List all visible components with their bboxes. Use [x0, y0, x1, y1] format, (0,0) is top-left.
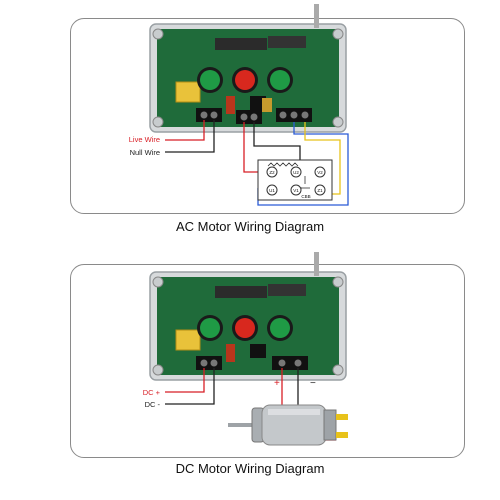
terminal-block-input	[196, 108, 222, 122]
relay	[250, 344, 266, 358]
screw-icon	[332, 364, 344, 376]
terminal-block-input	[196, 356, 222, 370]
ac-controller-board	[149, 4, 347, 133]
ac-wire-blue	[257, 122, 349, 206]
green-button-left	[200, 70, 220, 90]
ac-wires	[165, 120, 349, 206]
terminal-circles	[266, 166, 326, 196]
green-button-left	[200, 318, 220, 338]
terminal-label: U2	[293, 170, 299, 175]
terminal-label: V2	[317, 170, 323, 175]
dc-positive-wire	[165, 368, 205, 393]
screw-icon	[332, 116, 344, 128]
terminal-label: Z1	[317, 188, 323, 193]
screw-icon	[152, 28, 164, 40]
red-button	[235, 70, 255, 90]
transformer	[175, 81, 201, 103]
transformer	[175, 329, 201, 351]
live-wire	[165, 120, 205, 141]
screw-icon	[332, 28, 344, 40]
dc-negative-wire	[165, 368, 215, 405]
dc-controller-board	[149, 252, 347, 381]
terminal-label: V1	[293, 188, 299, 193]
antenna	[314, 252, 319, 276]
screw-icon	[152, 364, 164, 376]
chip	[215, 286, 267, 298]
null-wire	[165, 120, 215, 153]
green-button-right	[270, 318, 290, 338]
chip	[268, 284, 306, 296]
dc-caption: DC Motor Wiring Diagram	[175, 461, 325, 476]
motor-terminal-neg	[336, 414, 348, 420]
dc-motor	[228, 404, 348, 446]
ac-caption: AC Motor Wiring Diagram	[175, 219, 325, 234]
ac-wire-black	[253, 122, 301, 168]
ac-wire-red	[243, 122, 258, 173]
capacitor	[262, 98, 272, 112]
antenna	[314, 4, 319, 28]
motor-terminal-pos	[336, 432, 348, 438]
minus-mark: −	[310, 378, 316, 389]
motor-shaft	[228, 423, 256, 427]
screw-icon	[332, 276, 344, 288]
chip	[268, 36, 306, 48]
terminal-block-output	[272, 356, 308, 370]
ac-wire-yellow	[304, 122, 341, 195]
null-wire-label: Null Wire	[130, 148, 160, 157]
capacitor	[226, 96, 235, 114]
plus-mark: +	[274, 378, 280, 389]
terminal-label: U1	[269, 188, 275, 193]
dc-negative-label: DC -	[145, 400, 161, 409]
screw-icon	[152, 116, 164, 128]
capacitor	[226, 344, 235, 362]
capacitor-label: CBB	[301, 194, 310, 199]
screw-icon	[152, 276, 164, 288]
green-button-right	[270, 70, 290, 90]
terminal-label: Z2	[269, 170, 275, 175]
chip	[215, 38, 267, 50]
live-wire-label: Live Wire	[129, 135, 160, 144]
terminal-block-mid	[236, 110, 262, 124]
red-button	[235, 318, 255, 338]
dc-positive-label: DC +	[143, 388, 161, 397]
